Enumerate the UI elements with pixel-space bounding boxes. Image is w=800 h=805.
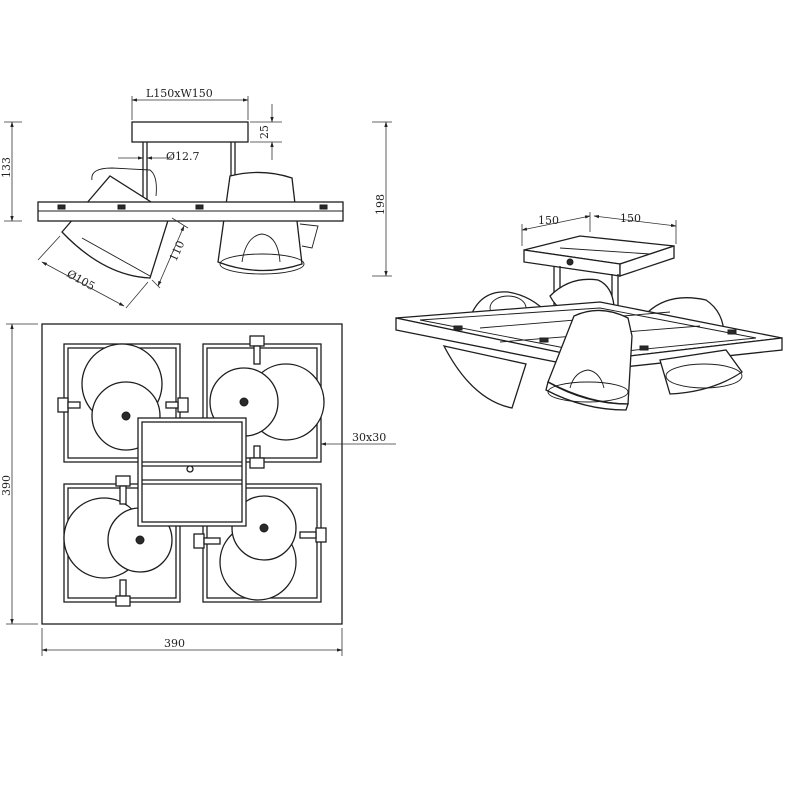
dim-canopy-height: 25 [258, 125, 271, 139]
side-view: L150xW150 25 Ø12.7 198 133 110 Ø105 [0, 87, 392, 309]
iso-canopy [523, 235, 675, 318]
top-shade-br [193, 495, 327, 601]
dim-canopy: L150xW150 [146, 87, 213, 100]
dim-width: 390 [164, 637, 185, 650]
iso-shade-right [659, 349, 743, 395]
iso-shade-left [442, 345, 527, 409]
top-view: 30x30 390 390 [0, 323, 396, 656]
dim-iso-b: 150 [620, 212, 641, 225]
dim-frame-section: 30x30 [352, 431, 386, 444]
dim-total-height: 198 [374, 194, 387, 215]
dim-shade-length: 110 [167, 239, 187, 263]
dim-iso-a: 150 [538, 214, 559, 227]
iso-view: 150 150 [395, 212, 783, 411]
dim-height: 390 [0, 475, 13, 496]
iso-shade-mid [545, 309, 633, 411]
top-canopy [137, 417, 247, 527]
dim-rod: Ø12.7 [166, 150, 200, 163]
dim-shade-dia: Ø105 [65, 267, 98, 293]
side-frame [37, 201, 344, 222]
side-shade-left [61, 175, 171, 279]
dim-arm-height: 133 [0, 157, 13, 178]
side-canopy [131, 121, 249, 143]
side-shade-right [217, 171, 319, 275]
